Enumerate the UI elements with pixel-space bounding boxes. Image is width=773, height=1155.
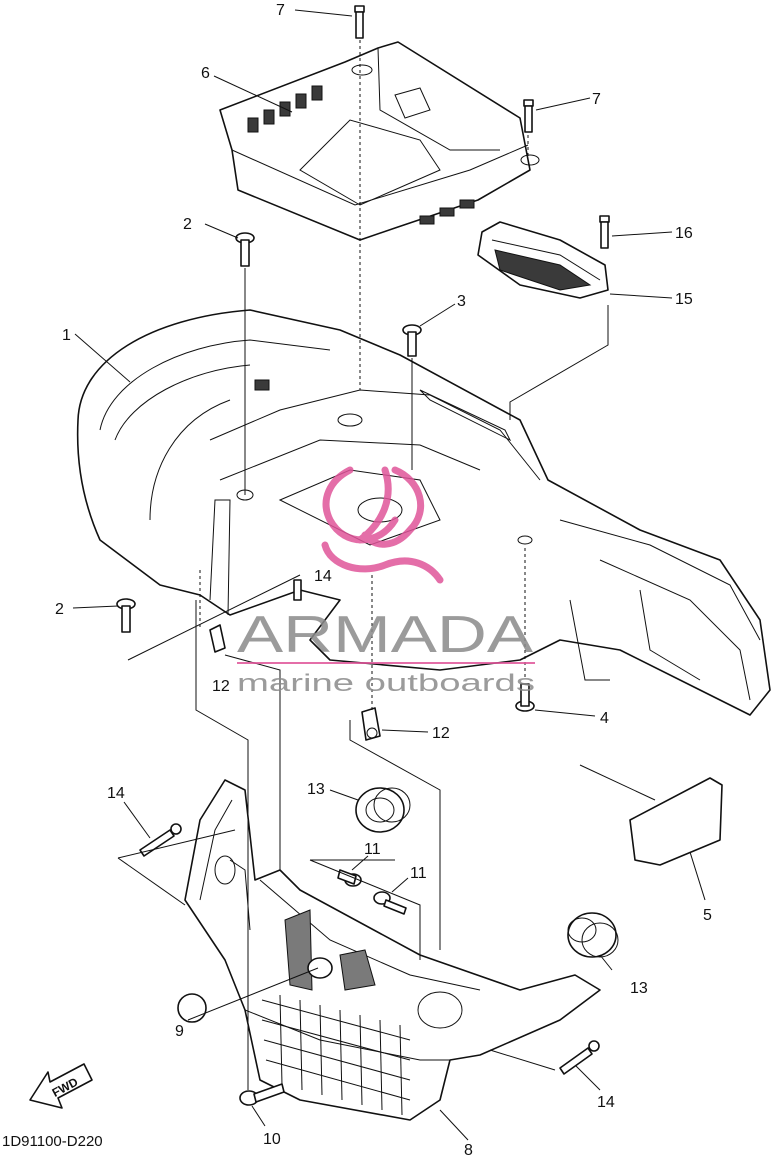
guard-mesh-panels bbox=[284, 909, 376, 991]
drawing-code: 1D91100-D220 bbox=[2, 1133, 103, 1150]
rivet-14-right bbox=[559, 1040, 600, 1075]
rivet-14-left bbox=[139, 823, 182, 857]
callout-leaders bbox=[72, 9, 706, 1141]
callout-labels: 7 6 7 2 16 3 15 1 14 2 12 4 12 13 14 11 … bbox=[55, 2, 712, 1155]
assembly-guidelines bbox=[117, 305, 656, 1090]
emblem-plate bbox=[629, 777, 723, 866]
callout-6: 6 bbox=[201, 65, 210, 82]
callout-7-top: 7 bbox=[276, 2, 285, 19]
front-guard bbox=[184, 779, 601, 1121]
callout-10: 10 bbox=[263, 1131, 281, 1148]
assembly-centerlines bbox=[199, 40, 529, 710]
watermark: ARMADA marine outboards bbox=[237, 466, 535, 697]
clip-upper bbox=[209, 624, 226, 653]
bolt-4 bbox=[515, 683, 535, 712]
callout-4: 4 bbox=[600, 710, 609, 727]
bolt-10 bbox=[239, 1083, 285, 1106]
callout-12-upper: 12 bbox=[212, 678, 230, 695]
side-cover bbox=[477, 221, 609, 299]
callout-8: 8 bbox=[464, 1142, 473, 1155]
callout-12-lower: 12 bbox=[432, 725, 450, 742]
guard-grille bbox=[261, 994, 411, 1116]
callout-11-left: 11 bbox=[364, 841, 381, 858]
grommet-right bbox=[567, 912, 619, 958]
front-fender bbox=[76, 309, 771, 716]
callout-1: 1 bbox=[62, 327, 71, 344]
callout-3: 3 bbox=[457, 293, 466, 310]
cap bbox=[177, 993, 207, 1023]
grommet-left bbox=[355, 787, 411, 833]
watermark-brand: ARMADA bbox=[237, 606, 533, 664]
watermark-tagline: marine outboards bbox=[237, 670, 535, 697]
callout-11-right: 11 bbox=[410, 865, 427, 882]
bolt-3 bbox=[402, 324, 422, 357]
front-rack-cover bbox=[219, 41, 540, 241]
clip-lower bbox=[361, 707, 381, 741]
callout-13-left: 13 bbox=[307, 781, 325, 798]
callout-14-right: 14 bbox=[597, 1094, 615, 1111]
screw-7-right bbox=[523, 99, 534, 133]
rivet-14-fender bbox=[293, 579, 302, 601]
callout-14-left: 14 bbox=[107, 785, 125, 802]
callout-14-fender: 14 bbox=[314, 568, 332, 585]
callout-7-right: 7 bbox=[592, 91, 601, 108]
bolt-2-upper bbox=[235, 232, 255, 267]
callout-15: 15 bbox=[675, 291, 693, 308]
screw-7-top bbox=[354, 5, 365, 39]
callout-16: 16 bbox=[675, 225, 693, 242]
callout-2-lower: 2 bbox=[55, 601, 64, 618]
watermark-logo bbox=[321, 466, 444, 584]
screw-16 bbox=[599, 215, 610, 249]
bolt-2-lower bbox=[116, 598, 136, 633]
callout-5: 5 bbox=[703, 907, 712, 924]
callout-2-upper: 2 bbox=[183, 216, 192, 233]
fwd-arrow: FWD bbox=[29, 1063, 93, 1109]
callout-9: 9 bbox=[175, 1023, 184, 1040]
callout-13-right: 13 bbox=[630, 980, 648, 997]
bolt-11-right bbox=[373, 891, 407, 915]
